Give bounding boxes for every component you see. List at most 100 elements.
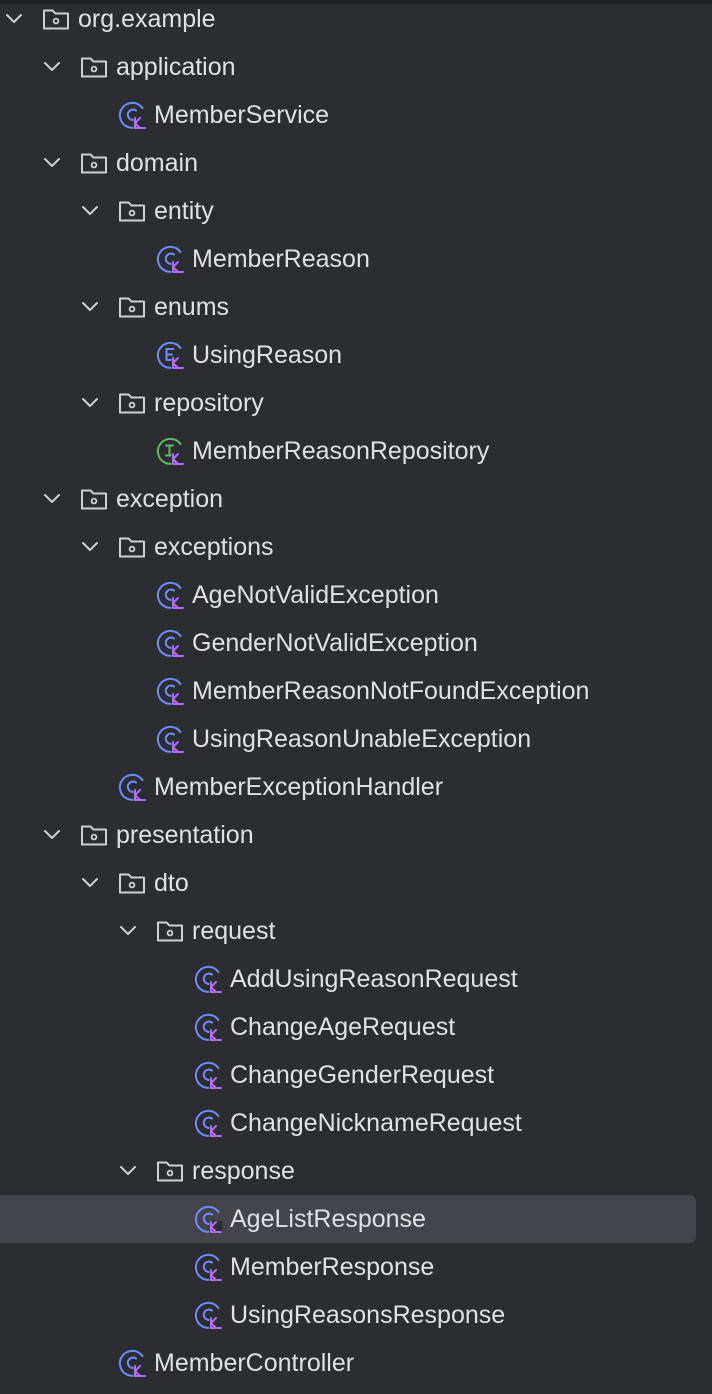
file-label: MemberReason: [192, 245, 370, 273]
file-label: MemberReasonNotFoundException: [192, 677, 590, 705]
kotlin-class-icon: [116, 771, 148, 803]
chevron-down-icon[interactable]: [40, 151, 64, 175]
kotlin-class-icon: [192, 1107, 224, 1139]
package-node-exceptions[interactable]: exceptions: [0, 523, 712, 571]
kotlin-enum-icon: [154, 339, 186, 371]
chevron-down-icon[interactable]: [78, 871, 102, 895]
chevron-down-icon[interactable]: [78, 391, 102, 415]
file-node-changenicknamerequest[interactable]: ChangeNicknameRequest: [0, 1099, 712, 1147]
chevron-down-icon[interactable]: [40, 487, 64, 511]
file-node-usingreasonsresponse[interactable]: UsingReasonsResponse: [0, 1291, 712, 1339]
package-label: exceptions: [154, 533, 274, 561]
package-node-exception[interactable]: exception: [0, 475, 712, 523]
kotlin-class-icon: [192, 1059, 224, 1091]
package-node-domain[interactable]: domain: [0, 139, 712, 187]
kotlin-class-icon: [154, 579, 186, 611]
file-label: ChangeNicknameRequest: [230, 1109, 522, 1137]
file-node-memberreasonrepository[interactable]: MemberReasonRepository: [0, 427, 712, 475]
file-node-changeagerequest[interactable]: ChangeAgeRequest: [0, 1003, 712, 1051]
package-node-application[interactable]: application: [0, 43, 712, 91]
chevron-down-icon[interactable]: [2, 7, 26, 31]
kotlin-class-icon: [154, 723, 186, 755]
package-folder-icon: [78, 51, 110, 83]
package-folder-icon: [78, 147, 110, 179]
file-label: MemberService: [154, 101, 330, 129]
package-folder-icon: [154, 915, 186, 947]
kotlin-class-icon: [192, 1251, 224, 1283]
file-label: MemberController: [154, 1349, 355, 1377]
file-node-gendernotvalidexception[interactable]: GenderNotValidException: [0, 619, 712, 667]
file-node-memberreasonnotfoundexception[interactable]: MemberReasonNotFoundException: [0, 667, 712, 715]
file-node-membercontroller[interactable]: MemberController: [0, 1339, 712, 1387]
file-label: MemberReasonRepository: [192, 437, 490, 465]
file-label: UsingReasonsResponse: [230, 1301, 506, 1329]
chevron-down-icon[interactable]: [78, 295, 102, 319]
file-label: AgeListResponse: [230, 1205, 426, 1233]
file-label: ChangeGenderRequest: [230, 1061, 495, 1089]
package-label: org.example: [78, 5, 216, 33]
package-folder-icon: [116, 531, 148, 563]
file-label: GenderNotValidException: [192, 629, 478, 657]
package-label: enums: [154, 293, 230, 321]
package-folder-icon: [40, 3, 72, 35]
chevron-down-icon[interactable]: [116, 1159, 140, 1183]
package-node-org-example[interactable]: org.example: [0, 0, 712, 43]
package-folder-icon: [116, 387, 148, 419]
file-node-memberexceptionhandler[interactable]: MemberExceptionHandler: [0, 763, 712, 811]
kotlin-interface-icon: [154, 435, 186, 467]
package-folder-icon: [116, 867, 148, 899]
package-node-presentation[interactable]: presentation: [0, 811, 712, 859]
file-node-addusingreasonrequest[interactable]: AddUsingReasonRequest: [0, 955, 712, 1003]
kotlin-class-icon: [116, 1347, 148, 1379]
package-folder-icon: [116, 195, 148, 227]
chevron-down-icon[interactable]: [40, 823, 64, 847]
file-label: UsingReason: [192, 341, 343, 369]
file-node-usingreasonunableexception[interactable]: UsingReasonUnableException: [0, 715, 712, 763]
package-folder-icon: [154, 1155, 186, 1187]
file-node-memberresponse[interactable]: MemberResponse: [0, 1243, 712, 1291]
kotlin-class-icon: [192, 963, 224, 995]
file-label: MemberResponse: [230, 1253, 435, 1281]
package-node-request[interactable]: request: [0, 907, 712, 955]
kotlin-class-icon: [154, 675, 186, 707]
file-label: UsingReasonUnableException: [192, 725, 532, 753]
kotlin-class-icon: [154, 243, 186, 275]
package-label: repository: [154, 389, 264, 417]
package-label: entity: [154, 197, 214, 225]
package-label: presentation: [116, 821, 254, 849]
package-node-dto[interactable]: dto: [0, 859, 712, 907]
file-node-agenotvalidexception[interactable]: AgeNotValidException: [0, 571, 712, 619]
kotlin-class-icon: [192, 1299, 224, 1331]
package-label: application: [116, 53, 236, 81]
package-label: domain: [116, 149, 198, 177]
package-label: response: [192, 1157, 295, 1185]
chevron-down-icon[interactable]: [116, 919, 140, 943]
package-label: request: [192, 917, 276, 945]
package-node-repository[interactable]: repository: [0, 379, 712, 427]
chevron-down-icon[interactable]: [78, 535, 102, 559]
package-node-entity[interactable]: entity: [0, 187, 712, 235]
file-node-memberservice[interactable]: MemberService: [0, 91, 712, 139]
package-node-response[interactable]: response: [0, 1147, 712, 1195]
package-folder-icon: [78, 483, 110, 515]
kotlin-class-icon: [116, 99, 148, 131]
file-label: AddUsingReasonRequest: [230, 965, 518, 993]
file-label: ChangeAgeRequest: [230, 1013, 456, 1041]
kotlin-class-icon: [154, 627, 186, 659]
file-node-usingreason[interactable]: UsingReason: [0, 331, 712, 379]
top-border: [0, 0, 712, 4]
package-folder-icon: [116, 291, 148, 323]
kotlin-class-icon: [192, 1203, 224, 1235]
chevron-down-icon[interactable]: [40, 55, 64, 79]
kotlin-class-icon: [192, 1011, 224, 1043]
file-node-agelistresponse[interactable]: AgeListResponse: [0, 1195, 712, 1243]
file-node-changegenderrequest[interactable]: ChangeGenderRequest: [0, 1051, 712, 1099]
package-folder-icon: [78, 819, 110, 851]
selection-highlight: [0, 1195, 696, 1243]
package-label: exception: [116, 485, 224, 513]
chevron-down-icon[interactable]: [78, 199, 102, 223]
package-label: dto: [154, 869, 189, 897]
file-node-memberreason[interactable]: MemberReason: [0, 235, 712, 283]
package-node-enums[interactable]: enums: [0, 283, 712, 331]
